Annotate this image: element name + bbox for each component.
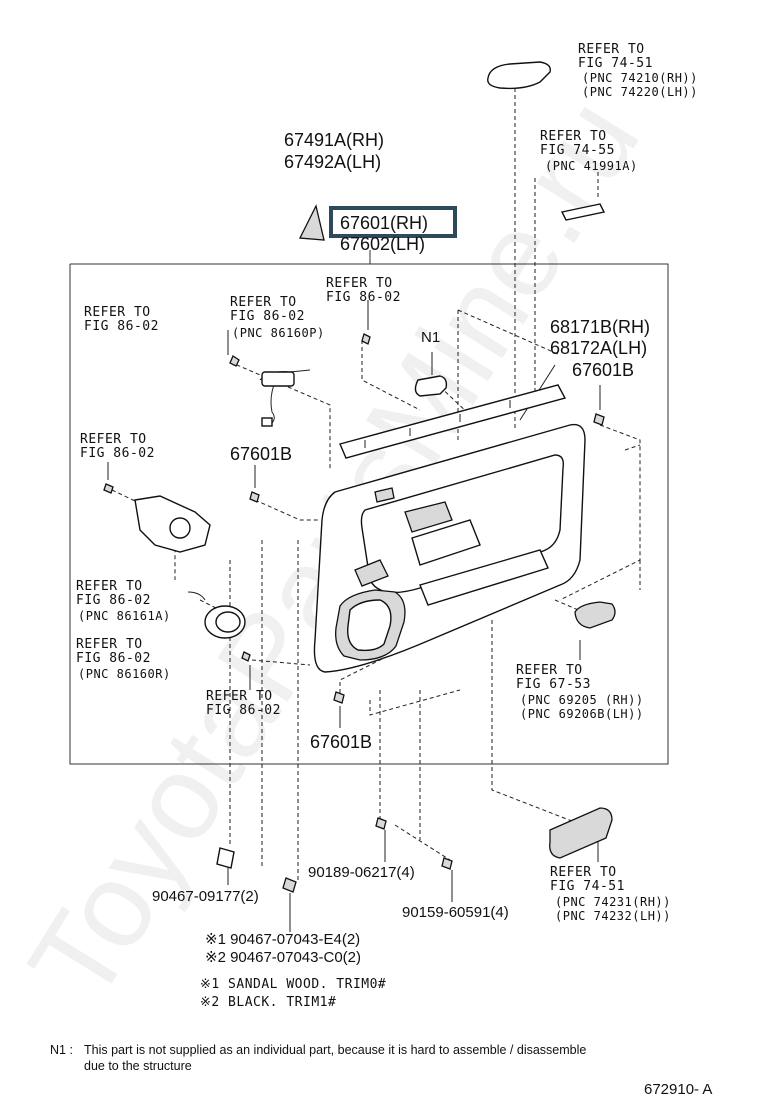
svg-text:FIG 86-02: FIG 86-02 — [76, 651, 151, 666]
part-number-67601b-right: 67601B — [572, 360, 634, 380]
callout-refer-74-51-bottom: REFER TO FIG 74-51 (PNC 74231(RH)) (PNC … — [550, 865, 671, 923]
callout-refer-86-02-f: REFER TO FIG 86-02 (PNC 86160R) — [76, 637, 171, 681]
n1-part — [414, 375, 448, 397]
svg-text:(PNC 74231(RH)): (PNC 74231(RH)) — [555, 895, 671, 909]
part-number-90189: 90189-06217(4) — [308, 864, 415, 881]
callout-refer-86-02-e: REFER TO FIG 86-02 (PNC 86161A) — [76, 579, 171, 623]
svg-text:67492A(LH): 67492A(LH) — [284, 152, 381, 172]
part-number-67491a: 67491A(RH) 67492A(LH) — [284, 130, 384, 172]
svg-text:FIG 74-51: FIG 74-51 — [550, 879, 625, 894]
svg-text:REFER TO: REFER TO — [550, 865, 617, 880]
fasteners — [103, 333, 605, 893]
svg-text:FIG 86-02: FIG 86-02 — [326, 290, 401, 305]
svg-text:FIG 86-02: FIG 86-02 — [76, 593, 151, 608]
svg-text:REFER TO: REFER TO — [326, 276, 393, 291]
legend-black: ※2 BLACK. TRIM1# — [200, 995, 336, 1010]
callout-refer-74-51-top: REFER TO FIG 74-51 (PNC 74210(RH)) (PNC … — [578, 42, 698, 99]
part-number-90467-c0: ※2 90467-07043-C0(2) — [205, 949, 361, 966]
svg-text:REFER TO: REFER TO — [230, 295, 297, 310]
footnote: N1 : This part is not supplied as an ind… — [50, 1043, 586, 1073]
svg-text:FIG 67-53: FIG 67-53 — [516, 677, 591, 692]
door-trim-panel — [313, 423, 586, 673]
svg-text:N1 :: N1 : — [50, 1043, 73, 1057]
part-number-90467-09177: 90467-09177(2) — [152, 888, 259, 905]
bracket-part — [134, 495, 211, 553]
armrest-cover-part — [487, 61, 551, 90]
assembly-frame — [69, 263, 669, 765]
svg-text:FIG 74-55: FIG 74-55 — [540, 143, 615, 158]
part-number-67601b-bottom: 67601B — [310, 732, 372, 752]
svg-text:(PNC 86160R): (PNC 86160R) — [78, 667, 171, 681]
svg-text:FIG 86-02: FIG 86-02 — [206, 703, 281, 718]
wire-harness-part — [259, 369, 311, 427]
callout-refer-86-02-d: REFER TO FIG 86-02 — [80, 432, 155, 461]
part-number-67601b-mid: 67601B — [230, 444, 292, 464]
inside-handle-bezel-part — [574, 601, 616, 629]
callout-refer-86-02-g: REFER TO FIG 86-02 — [206, 689, 281, 718]
callout-refer-74-55: REFER TO FIG 74-55 (PNC 41991A) — [540, 129, 638, 173]
svg-text:67491A(RH): 67491A(RH) — [284, 130, 384, 150]
part-number-68171b: 68171B(RH) 68172A(LH) — [550, 317, 650, 358]
power-window-switch-part — [549, 807, 613, 859]
callout-refer-86-02-c: REFER TO FIG 86-02 — [326, 276, 401, 305]
svg-text:FIG 86-02: FIG 86-02 — [230, 309, 305, 324]
svg-text:REFER TO: REFER TO — [76, 579, 143, 594]
svg-text:(PNC 69206B(LH)): (PNC 69206B(LH)) — [520, 707, 644, 721]
svg-text:REFER TO: REFER TO — [80, 432, 147, 447]
svg-text:FIG 74-51: FIG 74-51 — [578, 56, 653, 71]
svg-text:REFER TO: REFER TO — [84, 305, 151, 320]
svg-text:(PNC 41991A): (PNC 41991A) — [545, 159, 638, 173]
svg-text:FIG 86-02: FIG 86-02 — [84, 319, 159, 334]
svg-text:REFER TO: REFER TO — [206, 689, 273, 704]
corner-trim-part — [298, 204, 325, 241]
svg-text:(PNC 86161A): (PNC 86161A) — [78, 609, 171, 623]
part-number-90159: 90159-60591(4) — [402, 904, 509, 921]
svg-text:(PNC 69205 (RH)): (PNC 69205 (RH)) — [520, 693, 644, 707]
svg-text:68172A(LH): 68172A(LH) — [550, 338, 647, 358]
weatherstrip-part — [339, 384, 567, 459]
svg-text:FIG 86-02: FIG 86-02 — [80, 446, 155, 461]
svg-text:due to the structure: due to the structure — [84, 1059, 192, 1073]
svg-text:REFER TO: REFER TO — [540, 129, 607, 144]
part-number-67602-lh: 67602(LH) — [340, 234, 425, 254]
svg-text:(PNC 74210(RH)): (PNC 74210(RH)) — [582, 71, 698, 85]
trim-strip-part — [560, 203, 606, 221]
svg-text:REFER TO: REFER TO — [76, 637, 143, 652]
svg-text:68171B(RH): 68171B(RH) — [550, 317, 650, 337]
svg-text:REFER TO: REFER TO — [516, 663, 583, 678]
speaker-part — [187, 591, 246, 639]
n1-label: N1 — [421, 329, 440, 346]
legend-sandal-wood: ※1 SANDAL WOOD. TRIM0# — [200, 977, 386, 992]
part-number-67601-rh: 67601(RH) — [340, 213, 428, 233]
svg-text:(PNC 74220(LH)): (PNC 74220(LH)) — [582, 85, 698, 99]
callout-refer-86-02-a: REFER TO FIG 86-02 — [84, 305, 159, 334]
callout-refer-86-02-b: REFER TO FIG 86-02 (PNC 86160P) — [230, 295, 325, 340]
part-number-90467-e4: ※1 90467-07043-E4(2) — [205, 931, 360, 948]
svg-text:(PNC 74232(LH)): (PNC 74232(LH)) — [555, 909, 671, 923]
figure-id: 672910- A — [644, 1081, 712, 1098]
highlight-box — [329, 206, 457, 238]
callout-refer-67-53: REFER TO FIG 67-53 (PNC 69205 (RH)) (PNC… — [516, 663, 644, 721]
svg-text:(PNC 86160P): (PNC 86160P) — [232, 326, 325, 340]
svg-text:REFER TO: REFER TO — [578, 42, 645, 57]
svg-text:This part is not supplied as a: This part is not supplied as an individu… — [84, 1043, 586, 1057]
